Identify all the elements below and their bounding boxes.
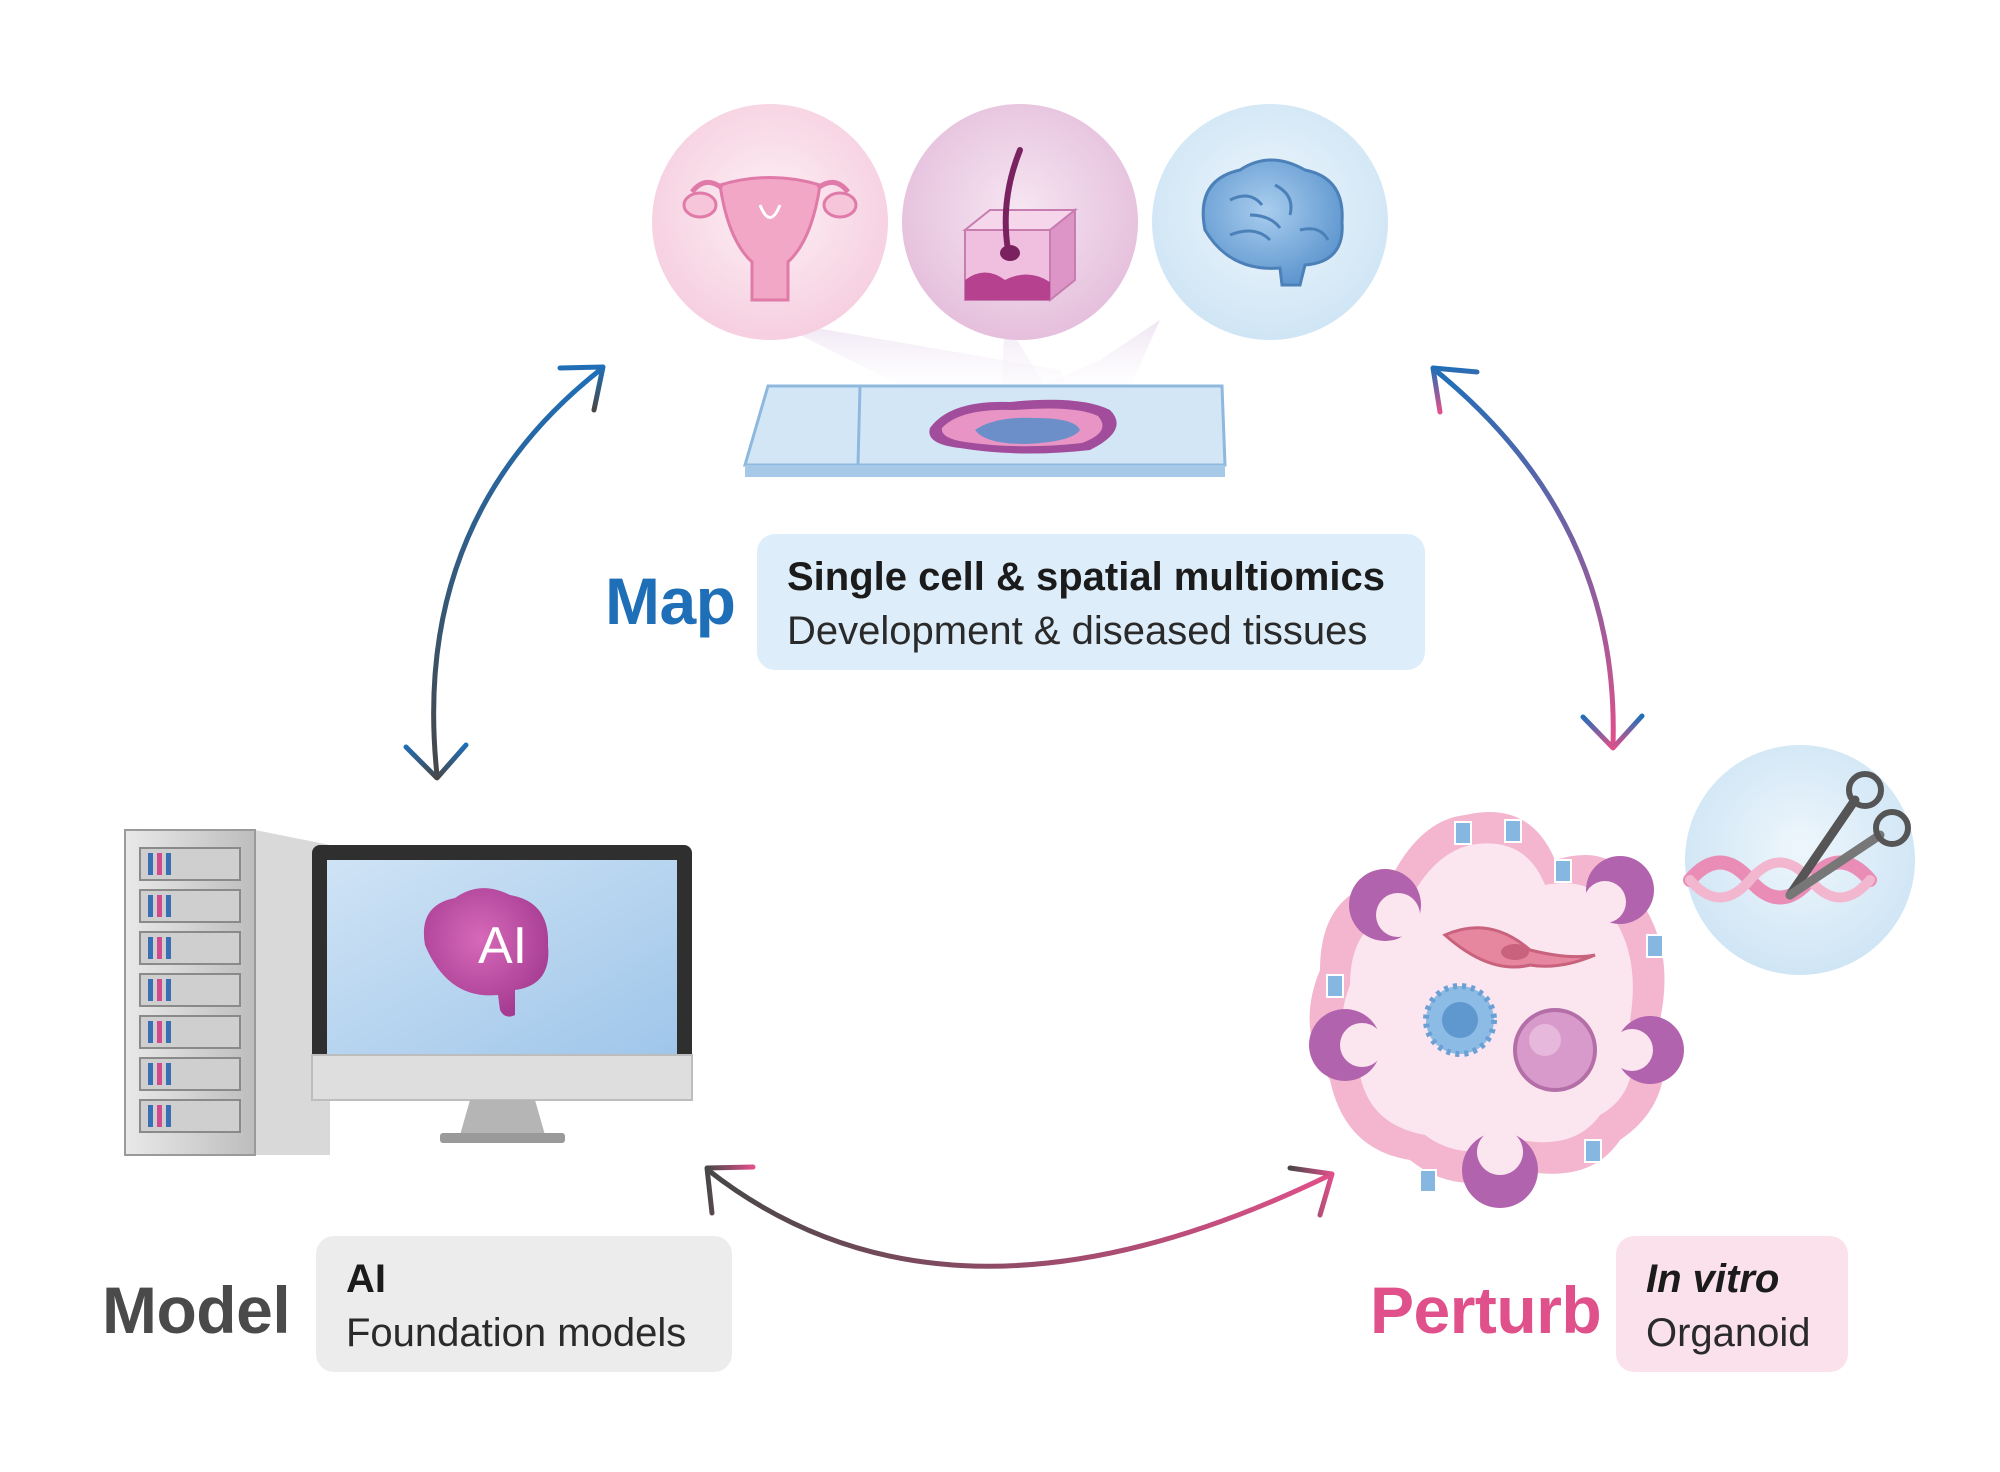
map-info-line1: Single cell & spatial multiomics [787, 555, 1385, 599]
tissue-slide-icon [743, 384, 1227, 477]
perturb-info-line2: Organoid [1646, 1311, 1811, 1355]
computer-server-icon [124, 829, 693, 1156]
map-illustration [652, 104, 1388, 477]
arrow-map-perturb [1430, 365, 1645, 751]
model-info-line2: Foundation models [346, 1311, 687, 1355]
ai-screen-label: AI [478, 917, 528, 975]
perturb-info-line1: In vitro [1646, 1257, 1780, 1301]
map-info-box: Single cell & spatial multiomics Develop… [757, 534, 1425, 670]
perturb-title: Perturb [1370, 1273, 1602, 1347]
arrow-map-model [403, 364, 606, 781]
model-title: Model [102, 1273, 291, 1347]
model-info-line1: AI [346, 1257, 386, 1301]
uterus-icon [682, 176, 858, 302]
organoid-icon [1309, 812, 1684, 1208]
skin-tissue-icon [962, 147, 1078, 303]
arrow-model-perturb [704, 1164, 1335, 1269]
crispr-scissors-icon [1683, 745, 1915, 975]
map-title: Map [605, 564, 736, 638]
model-info-box: AI Foundation models [316, 1236, 732, 1372]
perturb-info-box: In vitro Organoid [1616, 1236, 1848, 1372]
ai-brain-icon [423, 888, 549, 1017]
brain-icon [1201, 158, 1344, 287]
map-info-line2: Development & diseased tissues [787, 609, 1368, 653]
